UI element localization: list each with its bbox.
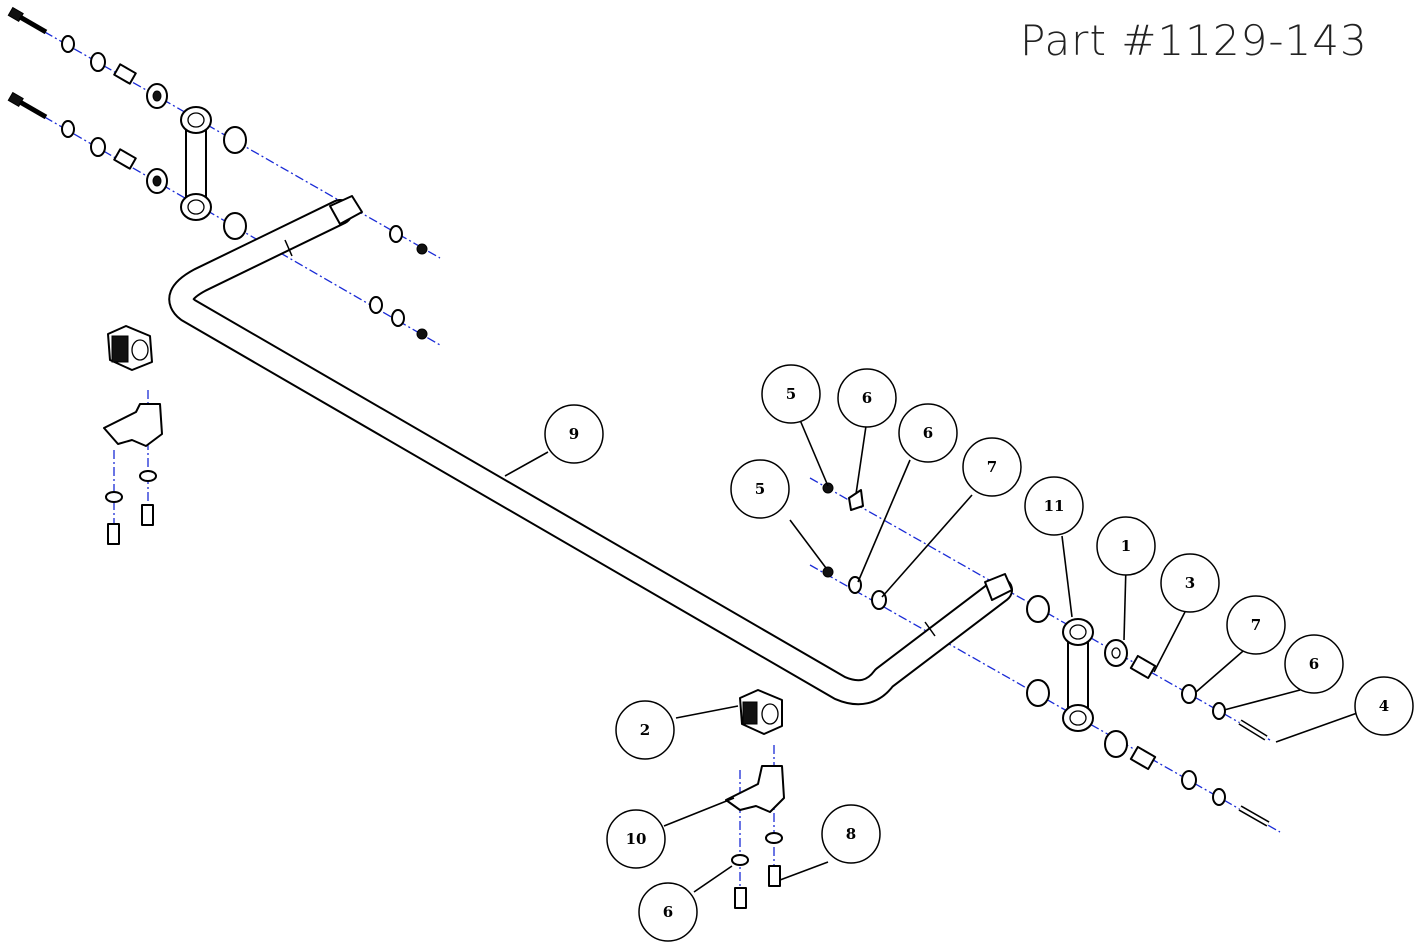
callout-10: 10	[606, 809, 666, 869]
callout-2: 2	[615, 700, 675, 760]
callout-11: 11	[1024, 476, 1084, 536]
svg-text:6: 6	[862, 389, 872, 407]
callout-6-right: 6	[1284, 634, 1344, 694]
callout-7-upper: 7	[962, 437, 1022, 497]
svg-text:8: 8	[846, 825, 856, 843]
lower-bushing-bracket-assembly	[725, 689, 785, 909]
svg-text:5: 5	[786, 385, 796, 403]
svg-text:2: 2	[640, 721, 650, 739]
callout-1: 1	[1096, 516, 1156, 576]
svg-text:4: 4	[1379, 697, 1389, 715]
svg-text:7: 7	[987, 458, 997, 476]
sway-bar	[168, 195, 1013, 706]
upper-left-hardware-row-2	[7, 91, 428, 340]
svg-text:1: 1	[1121, 537, 1131, 555]
svg-text:10: 10	[626, 830, 647, 848]
right-hardware-upper-row	[822, 482, 1268, 741]
callout-4: 4	[1354, 676, 1414, 736]
callout-3: 3	[1160, 553, 1220, 613]
callout-5-lower: 5	[730, 459, 790, 519]
callout-6-upper: 6	[837, 368, 897, 428]
svg-text:6: 6	[1309, 655, 1319, 673]
svg-text:9: 9	[569, 425, 579, 443]
callout-6-middle: 6	[898, 403, 958, 463]
callout-5-upper: 5	[761, 364, 821, 424]
right-hardware-lower-row	[822, 566, 1270, 827]
callout-9: 9	[544, 404, 604, 464]
callout-7-lower: 7	[1226, 595, 1286, 655]
svg-text:5: 5	[755, 480, 765, 498]
callout-6-bottom: 6	[638, 882, 698, 942]
leader-lines	[504, 419, 1361, 893]
svg-text:3: 3	[1185, 574, 1195, 592]
svg-text:6: 6	[663, 903, 673, 921]
upper-left-hardware-row-1	[7, 6, 428, 255]
upper-left-end-link	[180, 106, 212, 221]
callout-8: 8	[821, 804, 881, 864]
left-bushing-bracket-assembly	[103, 325, 163, 545]
svg-text:11: 11	[1044, 497, 1065, 515]
callout-balloons: 5 6 6 7 5 11 1 3	[544, 364, 1414, 942]
right-end-link	[1062, 618, 1094, 732]
svg-text:6: 6	[923, 424, 933, 442]
svg-text:7: 7	[1251, 616, 1261, 634]
part-number-label: Part #1129-143	[1020, 16, 1368, 65]
